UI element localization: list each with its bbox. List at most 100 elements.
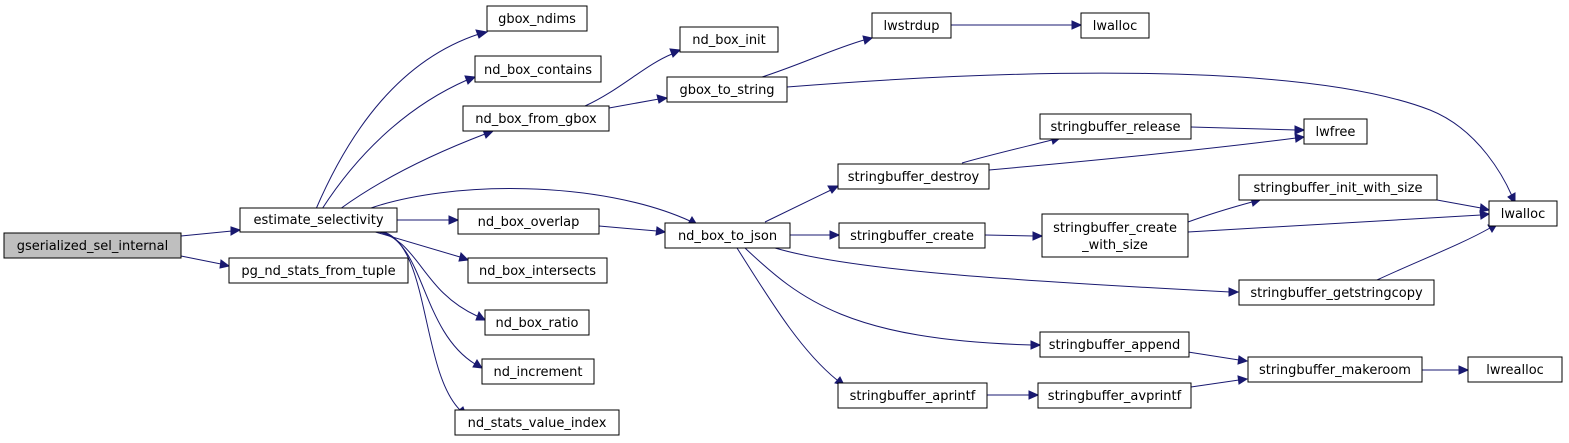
node-box <box>1080 12 1150 39</box>
node-label: lwalloc <box>1093 19 1138 34</box>
node-box <box>481 358 595 385</box>
node-label: nd_box_contains <box>484 63 592 78</box>
node-pg-nd-stats-from-tuple[interactable]: pg_nd_stats_from_tuple <box>228 257 409 284</box>
node-box <box>1247 356 1423 383</box>
node-stringbuffer-append[interactable]: stringbuffer_append <box>1039 331 1190 358</box>
edge-nd-box-overlap-to-nd-box-to-json <box>598 225 667 236</box>
node-label: gbox_ndims <box>498 12 576 27</box>
node-nd-box-init[interactable]: nd_box_init <box>679 26 779 53</box>
edge-nd-box-from-gbox-to-gbox-to-string <box>608 94 669 109</box>
edge-estimate-selectivity-to-gbox-ndims <box>315 29 489 210</box>
node-lwalloc[interactable]: lwalloc <box>1488 200 1558 227</box>
node-stringbuffer-aprintf[interactable]: stringbuffer_aprintf <box>837 382 988 409</box>
node-nd-box-overlap[interactable]: nd_box_overlap <box>457 208 600 235</box>
edge-stringbuffer-init-with-size-to-lwalloc <box>1436 199 1491 213</box>
node-box <box>837 382 988 409</box>
node-label: gbox_to_string <box>679 83 774 98</box>
node-gbox-ndims[interactable]: gbox_ndims <box>486 5 588 32</box>
node-box <box>679 26 779 53</box>
edge-estimate-selectivity-to-nd-box-overlap <box>397 215 460 225</box>
node-lwrealloc[interactable]: lwrealloc <box>1467 356 1563 383</box>
node-stringbuffer-create-with-size[interactable]: stringbuffer_create _with_size <box>1041 213 1189 258</box>
node-box <box>228 257 409 284</box>
node-stringbuffer-avprintf[interactable]: stringbuffer_avprintf <box>1037 382 1192 409</box>
node-box <box>1303 118 1368 145</box>
node-label: stringbuffer_init_with_size <box>1254 181 1423 196</box>
edge-gserialized-sel-internal-to-estimate-selectivity <box>180 226 242 237</box>
node-gserialized-sel-internal[interactable]: gserialized_sel_internal <box>3 232 182 259</box>
node-gbox-to-string[interactable]: gbox_to_string <box>666 76 788 103</box>
node-nd-box-from-gbox[interactable]: nd_box_from_gbox <box>462 105 610 132</box>
node-lwstrdup[interactable]: lwstrdup <box>871 12 952 39</box>
node-label-line2: _with_size <box>1081 238 1148 253</box>
edge-nd-box-to-json-to-stringbuffer-append <box>744 247 1042 350</box>
edge-stringbuffer-makeroom-to-lwrealloc <box>1422 365 1470 375</box>
node-label: lwrealloc <box>1486 363 1544 378</box>
node-nd-increment[interactable]: nd_increment <box>481 358 595 385</box>
edges <box>180 20 1516 416</box>
node-box <box>486 5 588 32</box>
node-label: stringbuffer_makeroom <box>1259 363 1411 378</box>
edge-gbox-to-string-to-lwstrdup <box>758 35 874 79</box>
edge-stringbuffer-create-with-size-to-lwalloc <box>1187 210 1491 233</box>
node-label: lwfree <box>1316 125 1356 140</box>
node-box <box>1037 382 1192 409</box>
edge-stringbuffer-destroy-to-lwfree <box>988 133 1306 171</box>
node-label: stringbuffer_create <box>850 229 974 244</box>
edge-estimate-selectivity-to-nd-box-intersects <box>371 230 470 262</box>
node-label: nd_increment <box>493 365 582 380</box>
node-box <box>837 163 990 190</box>
node-nd-box-intersects[interactable]: nd_box_intersects <box>467 257 608 284</box>
node-label: stringbuffer_getstringcopy <box>1250 286 1423 301</box>
node-box <box>1041 213 1189 258</box>
edge-nd-box-to-json-to-stringbuffer-aprintf <box>736 247 845 386</box>
node-stringbuffer-release[interactable]: stringbuffer_release <box>1039 113 1192 140</box>
node-label: nd_stats_value_index <box>468 416 607 431</box>
node-label: stringbuffer_destroy <box>848 170 980 185</box>
edge-estimate-selectivity-to-nd-box-ratio <box>374 230 486 321</box>
edge-nd-box-to-json-to-stringbuffer-getstringcopy <box>774 247 1240 297</box>
node-label: nd_box_to_json <box>678 229 777 244</box>
edge-estimate-selectivity-to-nd-box-contains <box>321 75 477 210</box>
edge-nd-box-to-json-to-stringbuffer-destroy <box>764 185 840 223</box>
node-stringbuffer-init-with-size[interactable]: stringbuffer_init_with_size <box>1238 174 1438 201</box>
node-label: stringbuffer_aprintf <box>850 389 976 404</box>
edge-nd-box-to-json-to-stringbuffer-create <box>790 230 841 240</box>
node-box <box>1039 331 1190 358</box>
node-box <box>871 12 952 39</box>
node-label: lwalloc <box>1501 207 1546 222</box>
edge-stringbuffer-create-to-stringbuffer-create-with-size <box>984 231 1044 241</box>
node-box <box>666 76 788 103</box>
node-label: estimate_selectivity <box>253 213 383 228</box>
node-label: lwstrdup <box>884 19 940 34</box>
edge-stringbuffer-getstringcopy-to-lwalloc <box>1376 223 1498 281</box>
node-label: pg_nd_stats_from_tuple <box>241 264 395 279</box>
node-label: nd_box_init <box>692 33 766 48</box>
node-lwfree[interactable]: lwfree <box>1303 118 1368 145</box>
node-box <box>3 232 182 259</box>
node-estimate-selectivity[interactable]: estimate_selectivity <box>239 207 398 233</box>
node-label: nd_box_intersects <box>479 264 596 279</box>
node-box <box>484 309 590 336</box>
edge-stringbuffer-aprintf-to-stringbuffer-avprintf <box>987 390 1040 400</box>
node-stringbuffer-getstringcopy[interactable]: stringbuffer_getstringcopy <box>1238 279 1435 306</box>
edge-nd-box-from-gbox-to-nd-box-init <box>584 48 682 107</box>
node-nd-box-ratio[interactable]: nd_box_ratio <box>484 309 590 336</box>
node-box <box>664 222 791 249</box>
node-stringbuffer-makeroom[interactable]: stringbuffer_makeroom <box>1247 356 1423 383</box>
node-label: stringbuffer_create <box>1053 221 1177 236</box>
node-box <box>457 208 600 235</box>
node-nd-stats-value-index[interactable]: nd_stats_value_index <box>454 409 620 436</box>
edge-lwstrdup-to-lwalloc-top <box>951 20 1083 30</box>
node-nd-box-contains[interactable]: nd_box_contains <box>474 55 602 83</box>
node-stringbuffer-destroy[interactable]: stringbuffer_destroy <box>837 163 990 190</box>
node-label: nd_box_ratio <box>496 316 579 331</box>
edge-stringbuffer-destroy-to-stringbuffer-release <box>961 135 1062 164</box>
node-nd-box-to-json[interactable]: nd_box_to_json <box>664 222 791 249</box>
node-stringbuffer-create[interactable]: stringbuffer_create <box>838 222 986 249</box>
node-box <box>462 105 610 132</box>
edge-stringbuffer-avprintf-to-stringbuffer-makeroom <box>1190 375 1249 388</box>
node-label: stringbuffer_append <box>1049 338 1181 353</box>
node-lwalloc-top[interactable]: lwalloc <box>1080 12 1150 39</box>
node-box <box>1238 279 1435 306</box>
